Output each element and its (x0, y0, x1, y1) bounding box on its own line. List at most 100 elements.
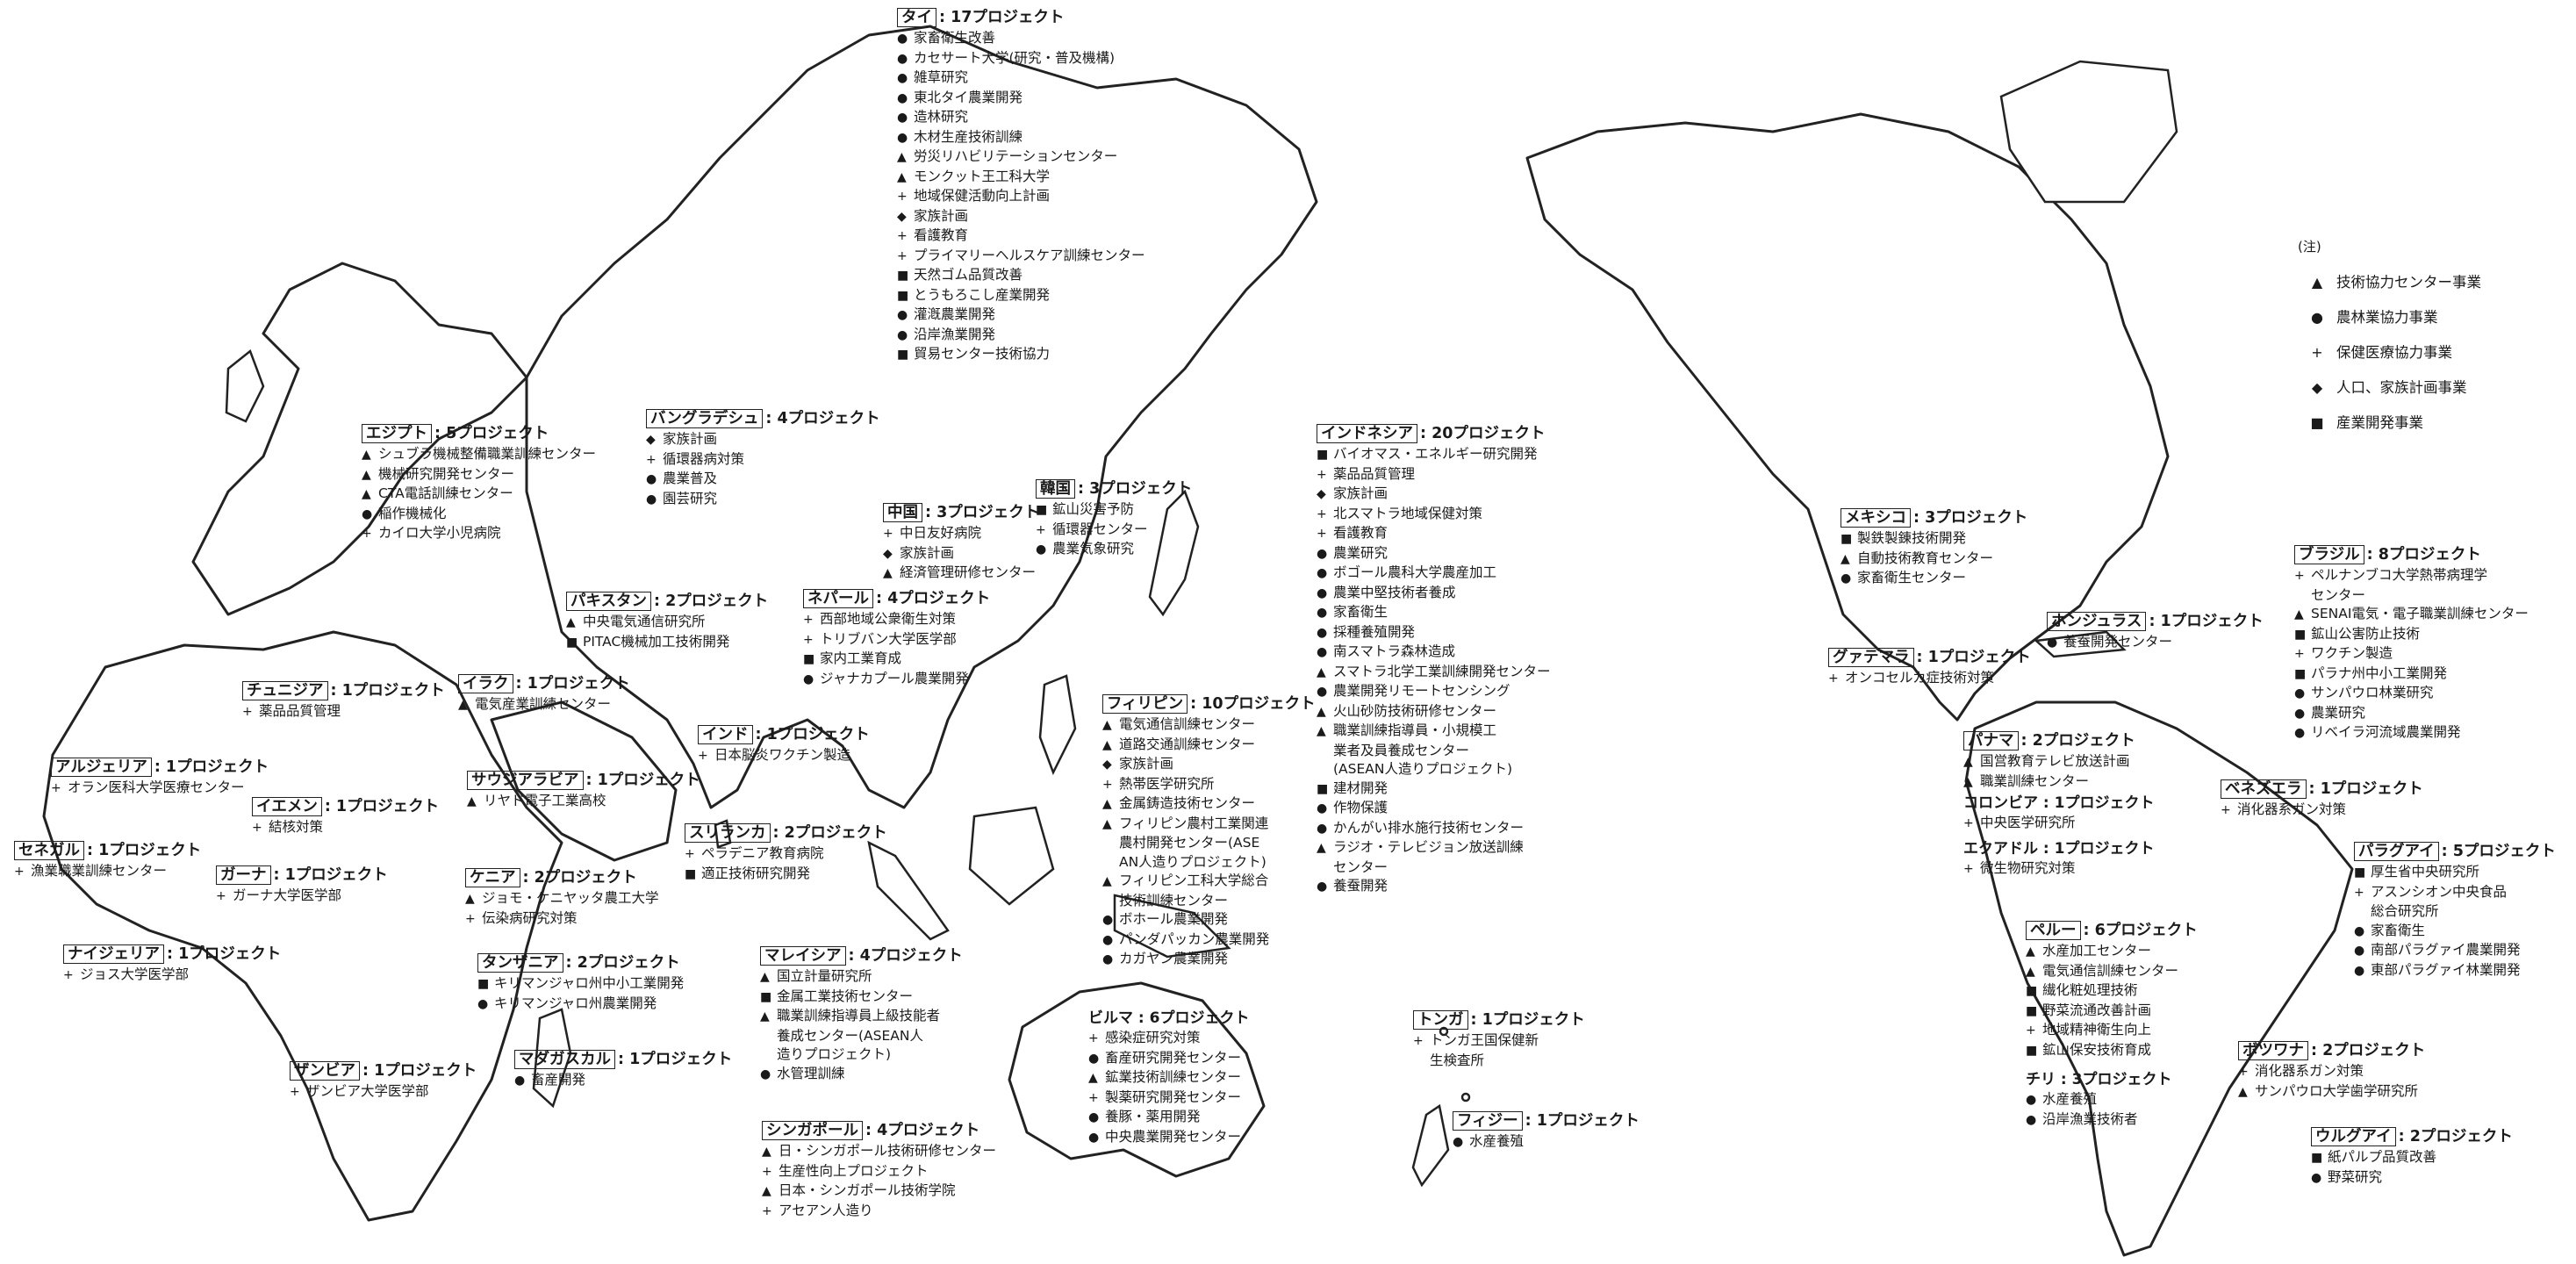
project-item: +アスンシオン中央食品 (2354, 883, 2556, 903)
project-item: ■貿易センター技術協力 (897, 345, 1145, 365)
project-name: 沿岸漁業技術者 (2042, 1110, 2138, 1127)
project-type-mark: + (1036, 522, 1046, 537)
project-name: 厚生省中央研究所 (2371, 864, 2480, 880)
project-type-mark: ● (2354, 923, 2365, 938)
borneo-island (968, 806, 1055, 906)
legend-item: ■産業開発事業 (2298, 406, 2481, 441)
project-name: キリマンジャロ州農業開発 (494, 995, 657, 1011)
country-block: チリ : 3プロジェクト●水産養殖●沿岸漁業技術者 (2026, 1069, 2171, 1130)
project-type-mark: ▲ (1317, 664, 1326, 679)
project-type-mark: + (1102, 777, 1113, 792)
project-count: : 1プロジェクト (755, 726, 870, 743)
project-type-mark: ● (1317, 585, 1328, 600)
project-item: ▲道路交通訓練センター (1102, 736, 1316, 756)
project-item: 農村開発センター(ASE (1102, 834, 1316, 853)
project-name: 繊化粧処理技術 (2042, 982, 2138, 998)
project-name: 西部地域公衆衛生対策 (820, 611, 957, 627)
project-name: リベイラ河流域農業開発 (2311, 724, 2461, 740)
project-type-mark: ■ (1317, 448, 1329, 462)
project-count: : 1プロジェクト (618, 1051, 733, 1068)
project-type-mark: ■ (760, 989, 772, 1004)
project-name: 紙パルプ品質改善 (2328, 1149, 2437, 1165)
project-type-mark: ■ (2354, 865, 2366, 880)
country-header: 韓国: 3プロジェクト (1036, 478, 1192, 500)
country-name: インドネシア (1317, 424, 1417, 443)
project-name: ボホール農業開発 (1119, 911, 1229, 927)
country-name: イラク (458, 674, 513, 693)
project-item: ▲職業訓練センター (1963, 772, 2135, 793)
project-type-mark: ■ (2026, 1043, 2038, 1058)
legend-item: ◆人口、家族計画事業 (2298, 370, 2481, 406)
project-item: +伝染病研究対策 (465, 909, 659, 930)
project-item: ■野菜流通改善計画 (2026, 1002, 2198, 1022)
legend-label: 技術協力センター事業 (2336, 274, 2481, 291)
project-item: +トリブバン大学医学部 (803, 630, 990, 650)
project-type-mark: ▲ (760, 1009, 770, 1023)
australia-landmass (1008, 981, 1266, 1178)
project-name: 感染症研究対策 (1105, 1030, 1201, 1045)
africa-landmass (42, 630, 563, 1222)
project-name: カガヤン農業開発 (1119, 951, 1229, 966)
project-item: ▲電気産業訓練センター (458, 695, 630, 715)
country-header: メキシコ: 3プロジェクト (1841, 507, 2027, 529)
project-item: ▲スマトラ北学工業訓練開発センター (1317, 663, 1551, 683)
project-type-mark: ▲ (897, 169, 907, 184)
country-header: コロンビア : 1プロジェクト (1963, 794, 2155, 812)
project-name: ジャナカプール農業開発 (820, 670, 969, 686)
project-item: ▲金属鋳造技術センター (1102, 794, 1316, 815)
project-name: PITAC機械加工技術開発 (583, 633, 730, 650)
project-item: ●カセサート大学(研究・普及機構) (897, 49, 1145, 69)
project-name: 製鉄製錬技術開発 (1857, 530, 1967, 546)
project-type-mark: ● (897, 130, 908, 145)
project-item: ●東部パラグァイ林業開発 (2354, 961, 2556, 981)
country-name: タンザニア (477, 953, 563, 973)
project-item: ●採種養殖開発 (1317, 623, 1551, 643)
greenland-island (1999, 60, 2178, 204)
project-name: 結核対策 (269, 819, 324, 835)
project-name: かんがい排水施行技術センター (1333, 819, 1525, 836)
country-name: 中国 (883, 503, 922, 522)
project-name: 家畜衛生センター (1857, 570, 1967, 585)
project-item: ●野菜研究 (2311, 1168, 2513, 1189)
project-type-mark: + (63, 968, 74, 982)
country-block: エクアドル : 1プロジェクト+微生物研究対策 (1963, 838, 2154, 880)
project-type-mark: + (1828, 672, 1839, 686)
project-name: 職業訓練指導員上級技能者 (777, 1008, 941, 1023)
country-name: バングラデシュ (646, 409, 764, 428)
project-type-mark: + (242, 705, 253, 719)
project-item: +循環器病対策 (646, 450, 880, 470)
project-type-mark: ◆ (883, 546, 893, 561)
country-block: メキシコ: 3プロジェクト■製鉄製錬技術開発▲自動技術教育センター●家畜衛生セン… (1841, 507, 2027, 589)
project-item: ●雑草研究 (897, 68, 1145, 89)
project-name: カセサート大学(研究・普及機構) (914, 49, 1116, 66)
project-item: ■鉱山保安技術育成 (2026, 1041, 2198, 1061)
country-block: イエメン: 1プロジェクト+結核対策 (252, 796, 439, 838)
project-type-mark: ▲ (362, 487, 371, 501)
project-name: アセアン人造り (779, 1202, 873, 1218)
country-name: タイ (897, 8, 936, 27)
project-type-mark: ● (1317, 801, 1328, 815)
country-name: サウジアラビア (467, 771, 584, 790)
project-item: ●農業中堅技術者養成 (1317, 584, 1551, 604)
country-block: エジプト: 5プロジェクト▲シュブラ機械整備職業訓練センター▲機械研究開発センタ… (362, 423, 596, 544)
project-item: ●南部パラグァイ農業開発 (2354, 941, 2556, 961)
project-type-mark: + (1088, 1031, 1099, 1045)
project-name: 採種養殖開発 (1333, 623, 1416, 640)
project-item: +熱帯医学研究所 (1102, 775, 1316, 795)
country-header: チリ : 3プロジェクト (2026, 1071, 2172, 1088)
project-item: +薬品品質管理 (242, 702, 445, 722)
country-header: ボツワナ: 2プロジェクト (2238, 1040, 2425, 1062)
project-count: : 1プロジェクト (1470, 1011, 1585, 1029)
project-name: 薬品品質管理 (1333, 465, 1416, 482)
country-block: パキスタン: 2プロジェクト▲中央電気通信研究所■PITAC機械加工技術開発 (566, 591, 768, 652)
project-name: 総合研究所 (2371, 903, 2439, 919)
project-type-mark: ■ (2311, 1151, 2323, 1165)
project-name: 農業普及 (663, 470, 718, 486)
project-type-mark: + (1317, 467, 1327, 482)
project-item: ●カガヤン農業開発 (1102, 950, 1316, 970)
country-header: タイ: 17プロジェクト (897, 7, 1145, 29)
project-name: 農業研究 (2311, 704, 2366, 721)
project-name: 金属工業技術センター (777, 988, 914, 1004)
project-name: 家畜衛生 (1333, 604, 1388, 620)
project-name: 貿易センター技術協力 (914, 346, 1051, 362)
